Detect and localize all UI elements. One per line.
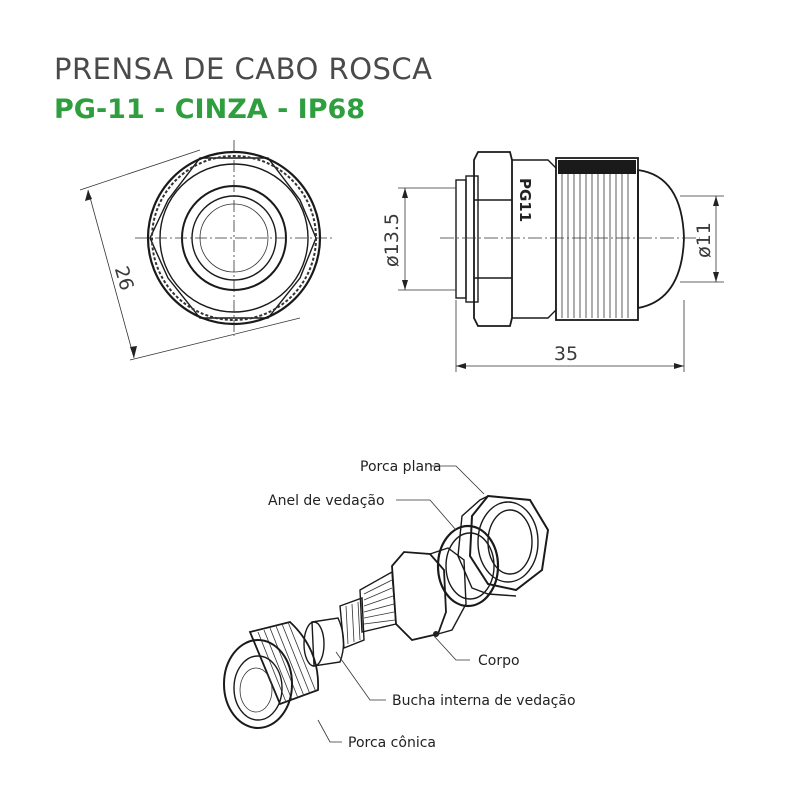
leader-corpo [433,635,470,661]
dim-cable-diameter: ø11 [693,222,715,258]
dim-arrow [674,363,684,369]
hex-body [473,151,513,327]
leader-bucha [335,651,386,701]
exploded-view: Porca plana Anel de vedação Corpo Bucha … [223,459,576,751]
knurl-lines [561,174,629,318]
label-porca-conica: Porca cônica [348,735,436,751]
label-bucha: Bucha interna de vedação [392,693,576,709]
leader-porca-conica [317,719,342,743]
side-view: PG11 ø13.5 ø11 [381,151,724,372]
label-porca-plana: Porca plana [360,459,442,475]
dim-thread-diameter: ø13.5 [381,213,403,267]
label-corpo: Corpo [478,653,520,669]
dim-length: 35 [554,343,578,365]
page-title: PRENSA DE CABO ROSCA [54,52,433,86]
dim-ext-bottom [129,317,301,361]
cone-nut-top-dark [558,160,636,174]
seal-ring-part [436,524,500,608]
dim-arrow [130,346,137,358]
leader-porca-plana [430,465,485,495]
marking-text: PG11 [516,178,534,222]
dim-arrow [85,190,92,201]
flat-nut-part [457,494,550,597]
label-anel-vedacao: Anel de vedação [268,493,385,509]
dim-ext-top [79,149,201,191]
dim-arrow [402,188,408,198]
bushing-part [303,617,345,667]
body-part [339,547,467,649]
outer-ring [146,150,322,326]
cone-nut [555,157,639,321]
cone-nut-part [223,621,319,729]
dim-arrow [713,272,719,282]
dim-arrow [402,280,408,290]
flat-nut-edge [465,175,479,303]
dim-arrow [456,363,466,369]
thread-section [455,179,467,299]
front-view: 26 [79,140,333,361]
page-subtitle: PG-11 - CINZA - IP68 [54,94,366,125]
dim-arrow [713,196,719,206]
dim-line-26 [87,189,135,359]
dome-cap [637,168,685,310]
leader-anel [396,499,457,531]
dim-hex-width: 26 [110,264,138,293]
